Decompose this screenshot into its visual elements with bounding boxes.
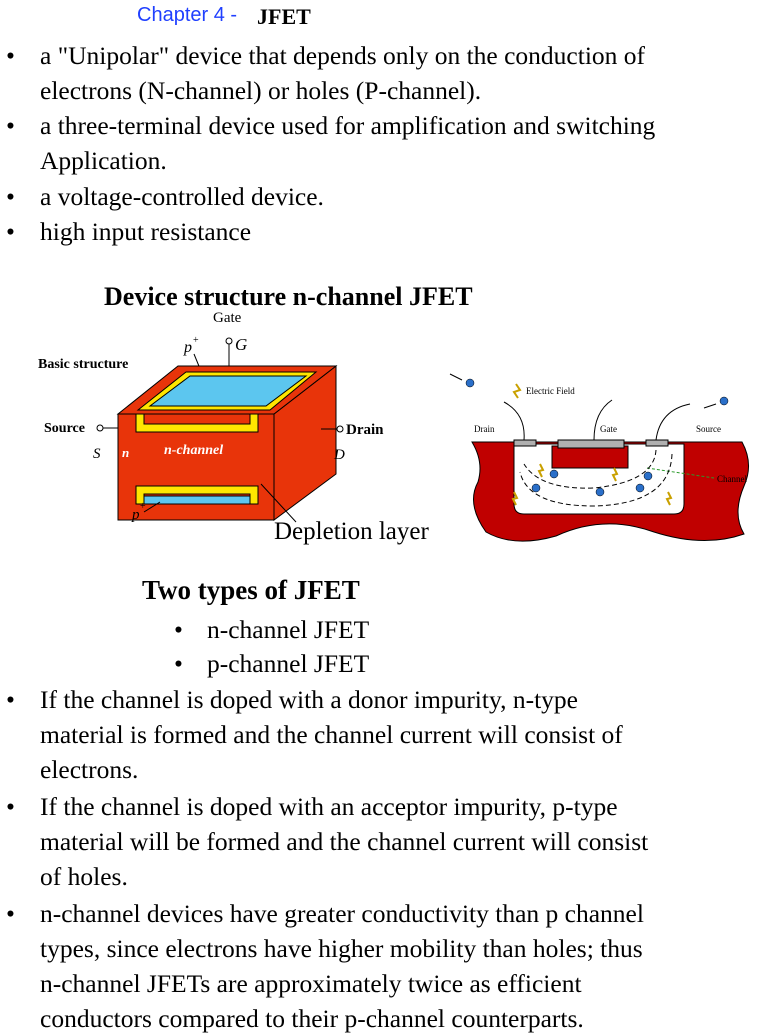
field-marker [537, 463, 545, 478]
drain-contact [513, 439, 537, 447]
depletion-layer-label: Depletion layer [274, 518, 429, 545]
chapter-label: Chapter 4 - [137, 4, 238, 26]
source-wire [655, 403, 691, 441]
bullet-dot: • [6, 217, 15, 246]
bullet-text: a "Unipolar" device that depends only on… [40, 41, 646, 105]
gate-contact [557, 439, 625, 449]
electron [595, 487, 605, 497]
bullet-dot: • [174, 649, 183, 678]
source-contact [645, 439, 669, 447]
depletion-leader [260, 483, 297, 523]
field-marker [511, 491, 519, 506]
drain-symbol: D [333, 447, 345, 463]
electron-arrow [449, 373, 463, 381]
source-terminal [96, 424, 104, 432]
field-marker [665, 491, 673, 506]
source-symbol: S [93, 446, 101, 462]
bullet-dot: • [6, 182, 15, 211]
cross-source-label: Source [696, 424, 721, 434]
source-label: Source [44, 421, 85, 436]
bullet-dot: • [6, 111, 15, 140]
bullet-text: a three-terminal device used for amplifi… [40, 111, 656, 175]
type-item-text: p-channel JFET [207, 649, 370, 678]
electron [549, 469, 559, 479]
gate-terminal [225, 337, 233, 345]
bullet-text: If the channel is doped with a donor imp… [40, 685, 623, 784]
front-top-depletion [135, 413, 259, 433]
gate-diffusion [551, 445, 629, 469]
drain-wire [503, 401, 525, 441]
jfet-structure-diagram: Basic structure Gate G p + n n-channel S… [38, 310, 384, 523]
electron [643, 471, 653, 481]
basic-structure-label: Basic structure [38, 357, 128, 372]
type-item-text: n-channel JFET [207, 615, 370, 644]
gate-wire [593, 399, 613, 441]
bullet-dot: • [6, 41, 15, 70]
channel-label: n-channel [164, 443, 223, 458]
channel-leader [646, 467, 715, 479]
jfet-cross-section-diagram: Electric Field Drain Gate Source Channel [449, 373, 749, 542]
gate-label: Gate [213, 310, 242, 326]
drain-terminal [336, 425, 344, 433]
bullet-dot: • [6, 899, 15, 928]
p-plus-top-label: p [183, 339, 192, 356]
electric-field-icon [512, 383, 522, 399]
bullet-text: high input resistance [40, 217, 252, 246]
bottom-p-gate-region [143, 495, 251, 505]
chapter-title: JFET [257, 4, 311, 29]
cross-gate-label: Gate [600, 424, 617, 434]
cross-drain-label: Drain [474, 424, 495, 434]
drain-label: Drain [346, 422, 384, 438]
section-heading: Device structure n-channel JFET [104, 282, 473, 311]
bullet-dot: • [174, 615, 183, 644]
electric-field-label: Electric Field [526, 386, 575, 396]
p-plus-bottom-label: p [131, 507, 140, 523]
bullet-dot: • [6, 792, 15, 821]
top-p-gate-region [148, 375, 308, 407]
bullet-text: a voltage-controlled device. [40, 182, 324, 211]
p-plus-bottom-sup: + [140, 501, 146, 512]
types-heading: Two types of JFET [142, 575, 360, 605]
p-plus-top-sup: + [193, 335, 199, 346]
n-region-label: n [122, 445, 129, 460]
gate-symbol: G [235, 335, 247, 354]
electron [719, 396, 729, 406]
p-plus-bottom-leader [143, 501, 161, 513]
bullet-dot: • [6, 685, 15, 714]
electron [465, 378, 475, 388]
current-path [523, 449, 657, 489]
electron [635, 483, 645, 493]
cross-channel-label: Channel [717, 474, 747, 484]
electron [531, 483, 541, 493]
bullet-text: If the channel is doped with an acceptor… [40, 792, 649, 891]
current-path [519, 453, 673, 507]
field-marker [611, 467, 619, 482]
bullet-text: n-channel devices have greater conductiv… [40, 899, 644, 1033]
electron-arrow [703, 403, 717, 409]
